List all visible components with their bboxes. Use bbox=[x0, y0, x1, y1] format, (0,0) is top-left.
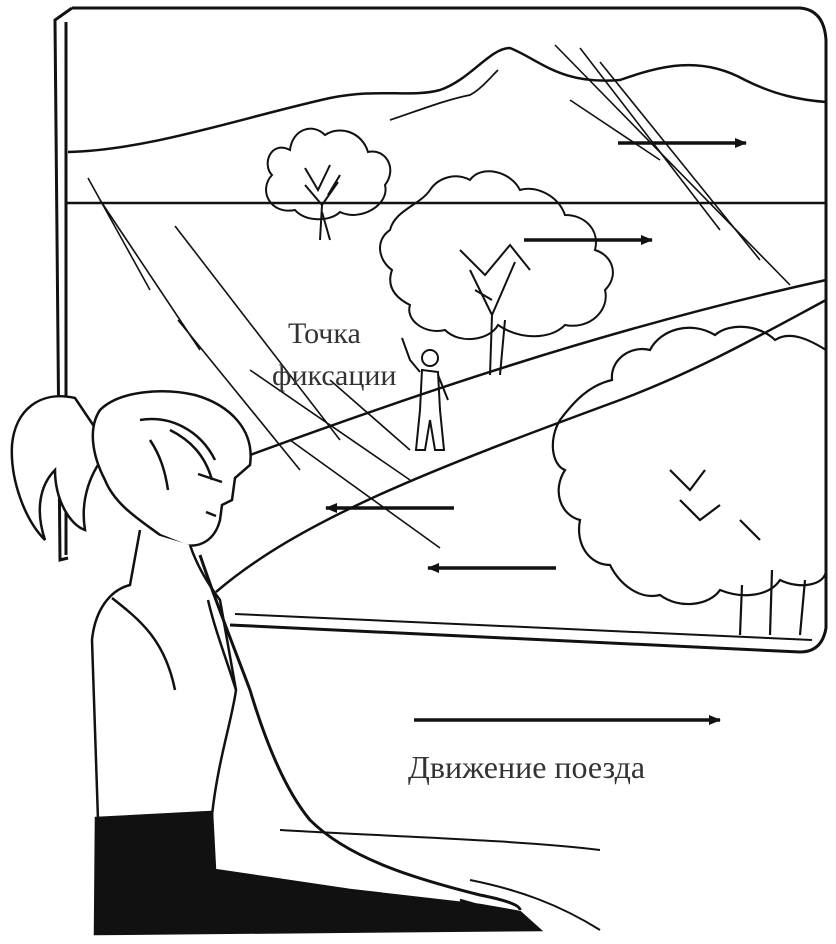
woman-figure-icon bbox=[10, 390, 544, 936]
near-tree-icon bbox=[551, 325, 828, 636]
road bbox=[215, 278, 827, 593]
table-edge bbox=[279, 829, 601, 931]
mountain-ridge bbox=[67, 46, 827, 154]
fixation-label-line1: Точка bbox=[288, 317, 361, 350]
window-frame bbox=[53, 6, 828, 654]
fixation-label-line2: фиксации bbox=[272, 359, 396, 392]
mountain-inner bbox=[389, 69, 499, 121]
far-tree-icon bbox=[265, 127, 392, 241]
waving-person-icon bbox=[401, 337, 449, 451]
train-motion-label: Движение поезда bbox=[408, 749, 645, 785]
middle-tree-icon bbox=[379, 170, 614, 376]
glass-reflections bbox=[87, 44, 791, 549]
